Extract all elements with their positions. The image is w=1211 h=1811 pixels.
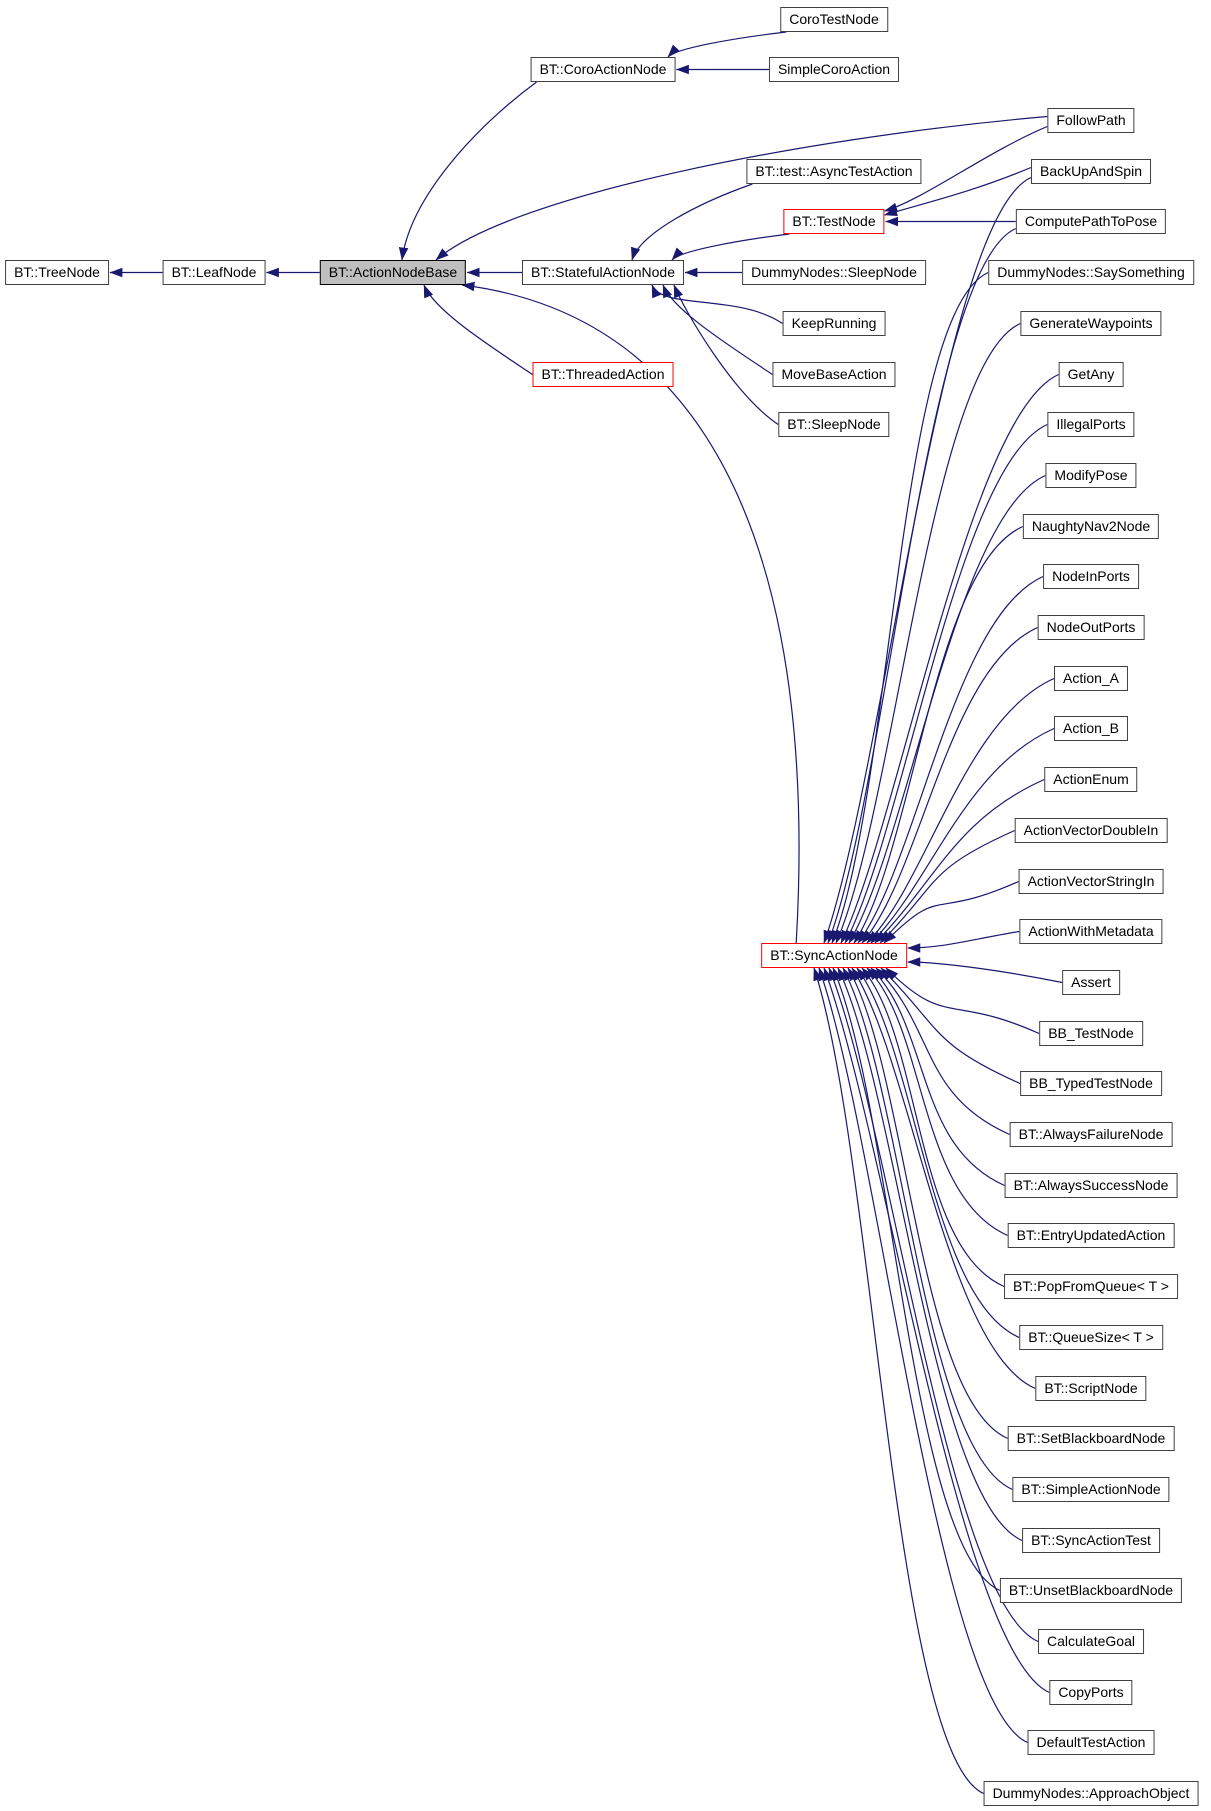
- edge-actionvectordoublein-to-syncactionnode: [879, 829, 1015, 944]
- edge-actionwithmetadata-to-syncactionnode: [907, 930, 1020, 953]
- node-bb_testnode[interactable]: BB_TestNode: [1039, 1021, 1143, 1046]
- edge-asynctestaction-to-statefulactionnode: [631, 183, 753, 261]
- node-calculategoal[interactable]: CalculateGoal: [1038, 1629, 1144, 1654]
- node-assert[interactable]: Assert: [1062, 970, 1120, 995]
- edge-movebaseaction-to-statefulactionnode: [662, 284, 773, 375]
- edge-coroactionnode-to-actionnodebase: [398, 81, 537, 261]
- node-action_b[interactable]: Action_B: [1053, 716, 1129, 741]
- edge-setblackboardnode-to-syncactionnode: [847, 967, 1008, 1440]
- edge-syncactionnode-to-actionnodebase: [461, 281, 800, 944]
- node-actionvectorstringin[interactable]: ActionVectorStringIn: [1018, 869, 1164, 894]
- edge-action_b-to-syncactionnode: [870, 727, 1055, 944]
- node-actionenum[interactable]: ActionEnum: [1044, 767, 1138, 792]
- edge-unsetblackboardnode-to-syncactionnode: [832, 967, 1001, 1592]
- node-naughtynav2node[interactable]: NaughtyNav2Node: [1022, 514, 1160, 539]
- node-actionnodebase[interactable]: BT::ActionNodeBase: [319, 260, 467, 285]
- node-syncactionnode[interactable]: BT::SyncActionNode: [761, 943, 907, 968]
- edge-action_a-to-syncactionnode: [866, 677, 1055, 944]
- node-queuesize[interactable]: BT::QueueSize< T >: [1019, 1325, 1163, 1350]
- edge-scriptnode-to-syncactionnode: [851, 967, 1036, 1390]
- edge-actionvectorstringin-to-syncactionnode: [883, 880, 1019, 944]
- node-copyports[interactable]: CopyPorts: [1049, 1680, 1133, 1705]
- node-scriptnode[interactable]: BT::ScriptNode: [1035, 1376, 1147, 1401]
- edge-actionenum-to-syncactionnode: [874, 778, 1045, 944]
- node-threadedaction[interactable]: BT::ThreadedAction: [532, 362, 674, 387]
- node-actionwithmetadata[interactable]: ActionWithMetadata: [1019, 919, 1163, 944]
- node-actionvectordoublein[interactable]: ActionVectorDoubleIn: [1014, 818, 1168, 843]
- edge-testnode-to-statefulactionnode: [671, 233, 790, 261]
- node-statefulactionnode[interactable]: BT::StatefulActionNode: [522, 260, 684, 285]
- edge-syncactiontest-to-syncactionnode: [837, 967, 1023, 1542]
- node-saysomething[interactable]: DummyNodes::SaySomething: [988, 260, 1194, 285]
- edge-followpath-to-testnode: [884, 125, 1048, 212]
- edge-copyports-to-syncactionnode: [823, 967, 1050, 1694]
- node-asynctestaction[interactable]: BT::test::AsyncTestAction: [746, 159, 922, 184]
- node-leafnode[interactable]: BT::LeafNode: [162, 260, 266, 285]
- node-action_a[interactable]: Action_A: [1053, 666, 1129, 691]
- node-syncactiontest[interactable]: BT::SyncActionTest: [1022, 1528, 1160, 1553]
- edge-corotestnode-to-coroactionnode: [667, 31, 787, 58]
- edge-alwaysfailurenode-to-syncactionnode: [875, 967, 1010, 1136]
- edge-alwayssuccessnode-to-syncactionnode: [870, 967, 1005, 1187]
- edge-naughtynav2node-to-syncactionnode: [853, 525, 1024, 944]
- edge-bb_typedtestnode-to-syncactionnode: [880, 967, 1021, 1085]
- node-btsleepnode[interactable]: BT::SleepNode: [778, 412, 890, 437]
- edge-backupandspin-to-syncactionnode: [823, 176, 1032, 944]
- node-dummysleepnode[interactable]: DummyNodes::SleepNode: [742, 260, 926, 285]
- node-alwayssuccessnode[interactable]: BT::AlwaysSuccessNode: [1004, 1173, 1178, 1198]
- node-entryupdatedaction[interactable]: BT::EntryUpdatedAction: [1007, 1223, 1175, 1248]
- node-defaulttestaction[interactable]: DefaultTestAction: [1027, 1730, 1155, 1755]
- node-illegalports[interactable]: IllegalPorts: [1047, 412, 1135, 437]
- node-treenode[interactable]: BT::TreeNode: [5, 260, 109, 285]
- edge-entryupdatedaction-to-syncactionnode: [866, 967, 1008, 1237]
- edge-generatewaypoints-to-syncactionnode: [835, 322, 1021, 944]
- edge-calculategoal-to-syncactionnode: [828, 967, 1039, 1643]
- node-movebaseaction[interactable]: MoveBaseAction: [772, 362, 896, 387]
- node-coroactionnode[interactable]: BT::CoroActionNode: [530, 57, 676, 82]
- edge-getany-to-syncactionnode: [840, 373, 1059, 944]
- node-alwaysfailurenode[interactable]: BT::AlwaysFailureNode: [1009, 1122, 1173, 1147]
- node-generatewaypoints[interactable]: GenerateWaypoints: [1020, 311, 1162, 336]
- node-computepathtopose[interactable]: ComputePathToPose: [1015, 209, 1167, 234]
- node-getany[interactable]: GetAny: [1058, 362, 1124, 387]
- node-bb_typedtestnode[interactable]: BB_TypedTestNode: [1020, 1071, 1162, 1096]
- edge-popfromqueue-to-syncactionnode: [861, 967, 1005, 1288]
- edge-saysomething-to-syncactionnode: [831, 271, 989, 944]
- node-setblackboardnode[interactable]: BT::SetBlackboardNode: [1007, 1426, 1175, 1451]
- edge-backupandspin-to-testnode: [884, 166, 1032, 216]
- edge-threadedaction-to-actionnodebase: [423, 284, 533, 375]
- node-unsetblackboardnode[interactable]: BT::UnsetBlackboardNode: [999, 1578, 1183, 1603]
- node-nodeinports[interactable]: NodeInPorts: [1043, 564, 1139, 589]
- edge-bb_testnode-to-syncactionnode: [885, 967, 1040, 1035]
- edge-approachobject-to-syncactionnode: [813, 967, 984, 1795]
- edge-queuesize-to-syncactionnode: [856, 967, 1020, 1339]
- edge-nodeoutports-to-syncactionnode: [861, 626, 1038, 944]
- edge-keeprunning-to-statefulactionnode: [651, 284, 783, 324]
- node-corotestnode[interactable]: CoroTestNode: [780, 7, 888, 32]
- edge-defaulttestaction-to-syncactionnode: [818, 967, 1028, 1744]
- edge-simpleactionnode-to-syncactionnode: [842, 967, 1013, 1491]
- edge-followpath-to-actionnodebase: [435, 115, 1048, 261]
- edge-btsleepnode-to-statefulactionnode: [673, 284, 779, 425]
- node-keeprunning[interactable]: KeepRunning: [782, 311, 886, 336]
- node-nodeoutports[interactable]: NodeOutPorts: [1037, 615, 1145, 640]
- node-approachobject[interactable]: DummyNodes::ApproachObject: [983, 1781, 1199, 1806]
- edge-illegalports-to-syncactionnode: [844, 423, 1048, 944]
- node-followpath[interactable]: FollowPath: [1047, 108, 1135, 133]
- edge-assert-to-syncactionnode: [907, 957, 1063, 984]
- edge-nodeinports-to-syncactionnode: [857, 575, 1044, 944]
- node-simpleactionnode[interactable]: BT::SimpleActionNode: [1012, 1477, 1170, 1502]
- edge-computepathtopose-to-syncactionnode: [827, 227, 1017, 944]
- node-simplecoroaction[interactable]: SimpleCoroAction: [768, 57, 900, 82]
- node-testnode[interactable]: BT::TestNode: [783, 209, 885, 234]
- node-backupandspin[interactable]: BackUpAndSpin: [1031, 159, 1151, 184]
- node-modifypose[interactable]: ModifyPose: [1045, 463, 1137, 488]
- node-popfromqueue[interactable]: BT::PopFromQueue< T >: [1004, 1274, 1178, 1299]
